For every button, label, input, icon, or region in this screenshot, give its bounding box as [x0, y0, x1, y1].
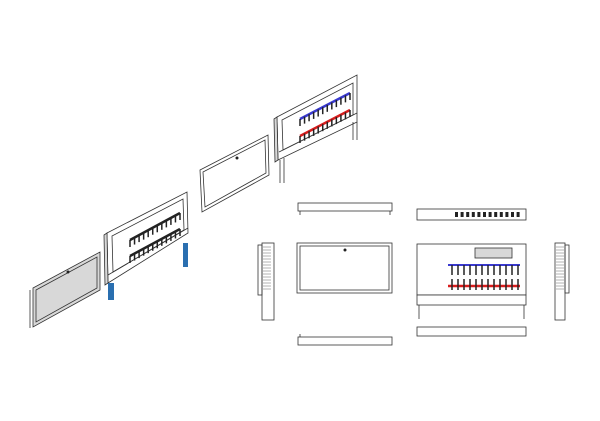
iso-cabinet-left — [103, 191, 189, 300]
manifold — [129, 211, 181, 263]
top-hole — [455, 212, 458, 217]
iso-cabinet-right — [273, 74, 358, 183]
top-hole — [466, 212, 470, 217]
top-hole — [511, 212, 514, 217]
door-lock-icon — [235, 156, 239, 160]
door-lock-icon — [343, 248, 347, 252]
top-hole — [499, 212, 503, 217]
iso-door-front-left — [29, 251, 101, 328]
manifold-bar-bottom — [299, 108, 351, 138]
manifold-bar-top — [299, 91, 351, 121]
top-hole — [477, 212, 481, 217]
iso-door-front-right — [199, 134, 270, 213]
manifold-colored — [299, 91, 351, 143]
top-hole — [516, 212, 520, 217]
cabinet-orthographic-views — [416, 208, 570, 337]
top-hole — [483, 212, 486, 217]
top-hole — [488, 212, 492, 217]
manifold-bar-bottom — [129, 227, 181, 258]
top-hole — [505, 212, 509, 217]
door-orthographic-views — [257, 202, 393, 346]
leg-left — [108, 283, 114, 300]
door-lock-icon — [66, 270, 70, 274]
leg-right — [183, 243, 188, 267]
top-hole — [494, 212, 498, 217]
manifold-bar-top — [129, 211, 181, 242]
top-hole — [460, 212, 464, 217]
manifold-front — [448, 264, 520, 290]
top-hole — [471, 212, 475, 217]
